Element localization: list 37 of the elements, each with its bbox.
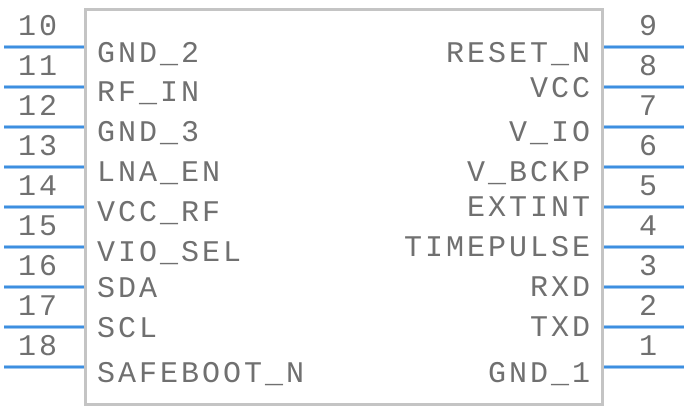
pin-number: 17 bbox=[18, 293, 60, 323]
pin-name: SDA bbox=[97, 275, 160, 305]
pin-number: 18 bbox=[18, 333, 60, 363]
pin-name: SCL bbox=[97, 315, 160, 345]
pin-name: VIO_SEL bbox=[97, 239, 244, 269]
pin-name: RESET_N bbox=[446, 40, 593, 70]
pin-number: 2 bbox=[638, 293, 660, 323]
pin-number: 15 bbox=[18, 213, 60, 243]
pin-name: LNA_EN bbox=[97, 159, 224, 189]
pin-number: 10 bbox=[18, 13, 60, 43]
pin-number: 12 bbox=[18, 93, 60, 123]
pin-name: RXD bbox=[530, 274, 593, 304]
pin-number: 8 bbox=[638, 53, 660, 83]
pin-name: GND_3 bbox=[97, 119, 202, 149]
pin-number: 4 bbox=[638, 213, 660, 243]
pin-name: EXTINT bbox=[466, 194, 593, 224]
pin-number: 9 bbox=[638, 13, 660, 43]
pin-name: TIMEPULSE bbox=[404, 234, 593, 264]
pin-number: 11 bbox=[18, 53, 60, 83]
chip-body bbox=[84, 8, 604, 406]
pin-name: RF_IN bbox=[97, 79, 202, 109]
pin-number: 16 bbox=[18, 253, 60, 283]
pin-number: 13 bbox=[18, 133, 60, 163]
pin-name: SAFEBOOT_N bbox=[97, 360, 308, 390]
pin-name: GND_2 bbox=[97, 40, 202, 70]
pin-name: VCC bbox=[530, 75, 593, 105]
pin-number: 5 bbox=[638, 173, 660, 203]
pin-number: 1 bbox=[638, 333, 660, 363]
pin-number: 3 bbox=[638, 253, 660, 283]
pin-name: V_IO bbox=[508, 119, 593, 149]
pin-number: 7 bbox=[638, 93, 660, 123]
pin-name: TXD bbox=[530, 314, 593, 344]
pin-name: GND_1 bbox=[488, 360, 593, 390]
pin-number: 6 bbox=[638, 133, 660, 163]
pin-name: VCC_RF bbox=[97, 199, 224, 229]
pin-number: 14 bbox=[18, 173, 60, 203]
pin-name: V_BCKP bbox=[466, 159, 593, 189]
